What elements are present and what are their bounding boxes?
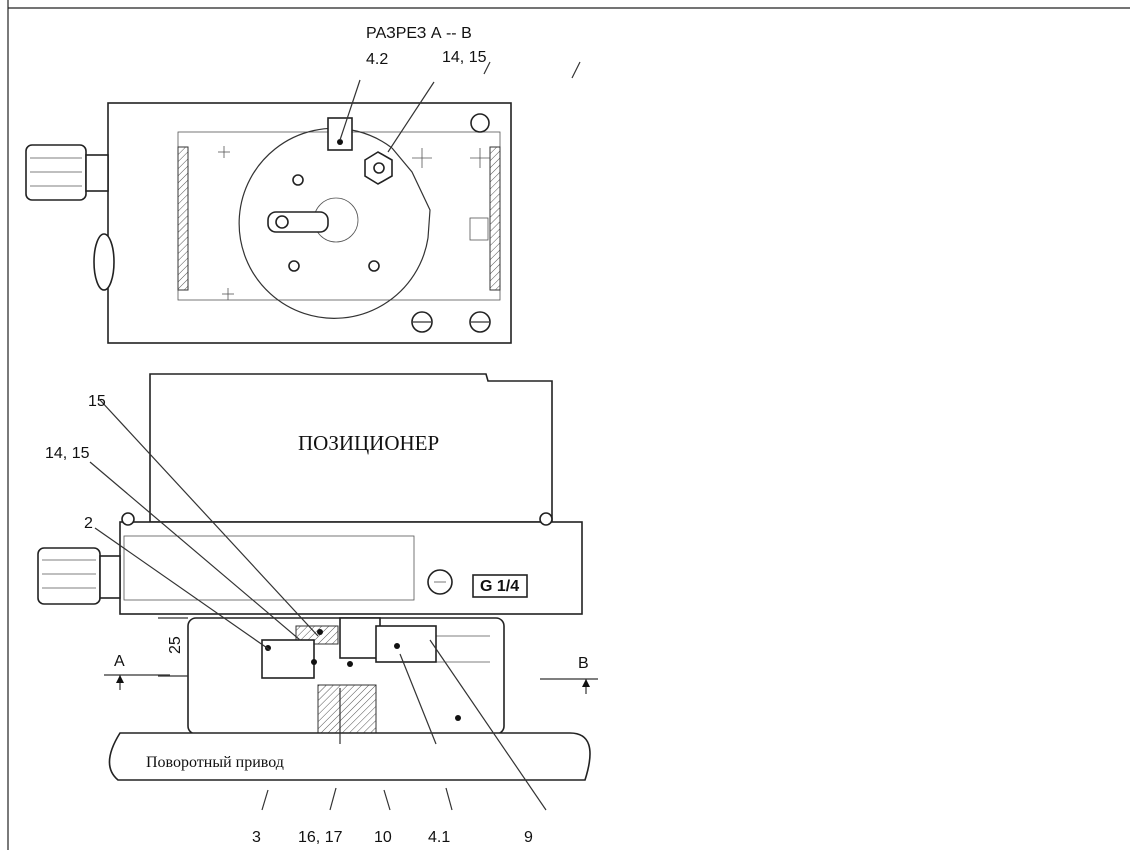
section-mark-b: B (578, 655, 589, 672)
dimension-25: 25 (167, 636, 184, 654)
callout-top-14-15: 14, 15 (442, 49, 487, 66)
callout-bottom-4-1: 4.1 (428, 829, 450, 846)
section-mark-a: A (114, 653, 125, 670)
front-view (37, 373, 591, 781)
callout-bottom-9: 9 (524, 829, 533, 846)
callout-left-15: 15 (88, 393, 106, 410)
callout-left-2: 2 (84, 515, 93, 532)
side-knob (93, 233, 115, 291)
device-label: ПОЗИЦИОНЕР (298, 431, 439, 455)
top-view (25, 102, 512, 344)
section-title: РАЗРЕЗ А -- В (366, 25, 472, 42)
thread-label-box (472, 574, 528, 598)
callout-4-2: 4.2 (366, 51, 388, 68)
cable-gland-front (37, 547, 121, 605)
rotary-actuator-plate (108, 732, 591, 781)
callout-bottom-3: 3 (252, 829, 261, 846)
crosshairs (218, 146, 490, 300)
callout-bottom-10: 10 (374, 829, 392, 846)
thread-label: G 1/4 (480, 578, 519, 595)
cable-gland-top (25, 144, 109, 201)
cam-disc (238, 117, 431, 319)
callout-left-14-15: 14, 15 (45, 445, 90, 462)
actuator-label: Поворотный привод (146, 754, 284, 771)
callout-bottom-16-17: 16, 17 (298, 829, 343, 846)
